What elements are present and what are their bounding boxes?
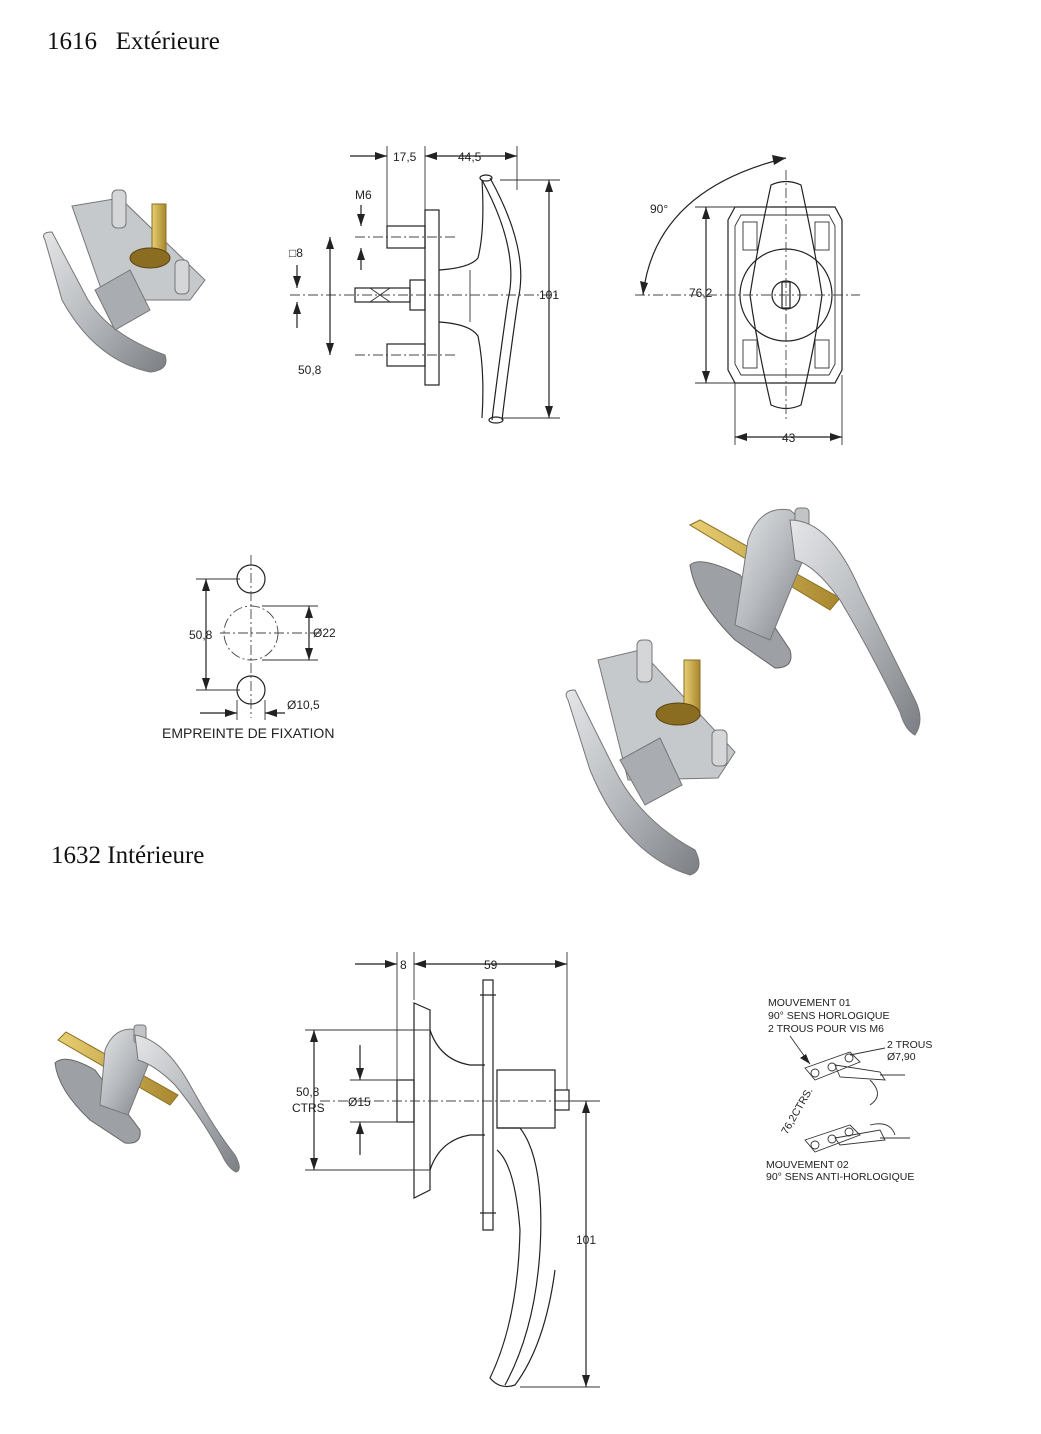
movement-line-4: MOUVEMENT 02 — [766, 1159, 849, 1171]
dim-ctrs-note: CTRS — [292, 1101, 325, 1115]
handle-1616-photo — [43, 189, 206, 373]
dim-76-2: 76,2 — [689, 286, 713, 300]
dim-d22: Ø22 — [313, 626, 336, 640]
movement-line-2: 90° SENS HORLOGIQUE — [768, 1010, 889, 1022]
dim-50-8: 50,8 — [298, 363, 322, 377]
dim-angle-90: 90° — [650, 202, 668, 216]
dim-50-8-ctrs: 50,8 — [296, 1085, 320, 1099]
movement-diagram: MOUVEMENT 01 90° SENS HORLOGIQUE 2 TROUS… — [766, 997, 932, 1183]
handle-1632-photo — [54, 1024, 240, 1173]
dim-d15: Ø15 — [348, 1095, 371, 1109]
dim-d10-5: Ø10,5 — [287, 698, 320, 712]
movement-line-3: 2 TROUS POUR VIS M6 — [768, 1023, 884, 1035]
dim-43: 43 — [782, 431, 796, 445]
movement-line-1: MOUVEMENT 01 — [768, 997, 851, 1009]
drawing-1616-side: 17,5 44,5 101 M6 □ — [289, 146, 560, 424]
section-title-1632: 1632 Intérieure — [51, 842, 205, 869]
dim-square-8: □8 — [289, 246, 303, 260]
movement-holes-a: 2 TROUS — [887, 1039, 932, 1051]
fixing-template: 50,8 Ø22 Ø10,5 EMPREINTE DE FIXATION — [162, 555, 336, 741]
dim-101-bottom: 101 — [576, 1233, 596, 1247]
dim-m6: M6 — [355, 188, 372, 202]
drawing-1632-side: 8 59 101 50,8 CTRS — [292, 952, 600, 1388]
dim-59: 59 — [484, 958, 498, 972]
movement-holes-b: Ø7,90 — [887, 1051, 916, 1063]
drawing-1616-front: 90° 76,2 43 — [635, 155, 860, 445]
fixing-caption: EMPREINTE DE FIXATION — [162, 725, 334, 741]
dim-8: 8 — [400, 958, 407, 972]
section-title-1616: 1616 Extérieure — [47, 28, 220, 55]
dim-fix-50-8: 50,8 — [189, 628, 213, 642]
handle-pair-photo — [565, 507, 921, 876]
dim-44-5: 44,5 — [458, 150, 482, 164]
movement-line-5: 90° SENS ANTI-HORLOGIQUE — [766, 1171, 914, 1183]
dim-17-5: 17,5 — [393, 150, 417, 164]
movement-ctrs: 76,2CTRS. — [779, 1086, 815, 1137]
dim-101-top: 101 — [539, 288, 559, 302]
